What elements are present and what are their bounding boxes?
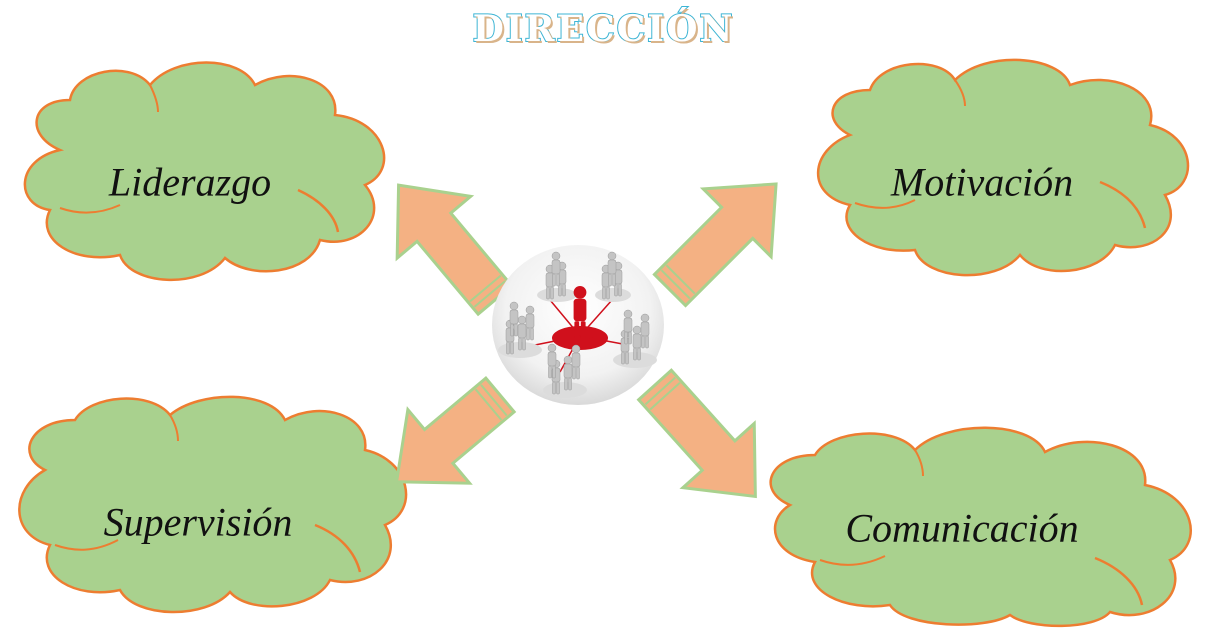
concept-label-liderazgo: Liderazgo: [108, 159, 272, 205]
diagram-title: DIRECCIÓN: [472, 7, 735, 51]
cloud-motivacion: [816, 58, 1190, 277]
cloud-comunicacion: [769, 426, 1192, 628]
arrow-to-supervision: [394, 376, 517, 485]
concept-label-comunicacion: Comunicación: [845, 505, 1079, 551]
arrow-to-comunicacion: [636, 368, 757, 499]
arrow-to-motivacion: [652, 182, 778, 308]
team-leader-network-icon: [492, 245, 664, 405]
cloud-supervision: [18, 395, 408, 614]
arrow-to-liderazgo: [395, 183, 514, 317]
cloud-liderazgo: [23, 61, 386, 281]
concept-label-motivacion: Motivación: [890, 159, 1074, 205]
concept-label-supervision: Supervisión: [103, 499, 293, 545]
